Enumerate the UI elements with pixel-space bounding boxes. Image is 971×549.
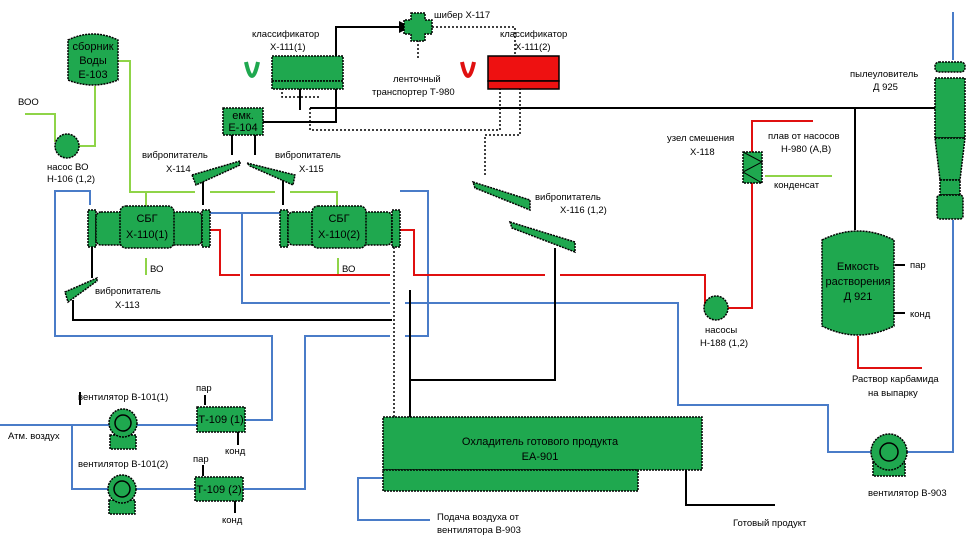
- vibrofeeder-x116-1[interactable]: [471, 180, 531, 212]
- granulator-x110-2[interactable]: СБГ Х-110(2): [279, 205, 401, 249]
- svg-text:пылеуловитель: пылеуловитель: [850, 69, 918, 80]
- svg-text:ЕА-901: ЕА-901: [522, 451, 559, 463]
- svg-text:емк.: емк.: [232, 110, 254, 122]
- svg-text:классификатор: классификатор: [500, 29, 567, 40]
- tank-e103[interactable]: сборник Воды Е-103: [67, 33, 119, 86]
- svg-text:шибер Х-117: шибер Х-117: [434, 10, 490, 21]
- svg-text:ВО: ВО: [150, 264, 163, 275]
- svg-text:вентилятор В-101(1): вентилятор В-101(1): [78, 392, 168, 403]
- svg-text:ВО: ВО: [342, 264, 355, 275]
- fan-b101-2[interactable]: [107, 474, 137, 515]
- svg-text:Емкость: Емкость: [837, 261, 879, 273]
- svg-text:Е-103: Е-103: [78, 69, 107, 81]
- svg-text:Д 925: Д 925: [873, 82, 898, 93]
- svg-text:пар: пар: [910, 260, 926, 271]
- dust-catcher-d925[interactable]: [934, 61, 966, 220]
- classifier-x111-1[interactable]: [244, 55, 344, 90]
- svg-text:Воды: Воды: [79, 55, 107, 67]
- svg-text:Н-106 (1,2): Н-106 (1,2): [47, 174, 95, 185]
- svg-text:Охладитель готового продукта: Охладитель готового продукта: [462, 436, 619, 448]
- svg-text:насос ВО: насос ВО: [47, 162, 88, 173]
- fan-b903[interactable]: [870, 433, 908, 477]
- labels: ВОО насос ВО Н-106 (1,2) классификатор Х…: [8, 10, 947, 536]
- product-lines: [72, 21, 940, 513]
- pump-vo-icon[interactable]: [54, 133, 80, 159]
- svg-text:Х-118: Х-118: [690, 147, 715, 158]
- pump-h188-icon[interactable]: [703, 295, 729, 321]
- svg-text:Готовый продукт: Готовый продукт: [733, 518, 807, 529]
- vibrofeeder-x115[interactable]: [244, 161, 296, 187]
- svg-text:Х-116 (1,2): Х-116 (1,2): [560, 205, 607, 216]
- svg-text:конд: конд: [222, 515, 243, 526]
- svg-text:Х-110(2): Х-110(2): [318, 229, 360, 241]
- svg-text:Х-111(1): Х-111(1): [270, 42, 306, 53]
- svg-text:СБГ: СБГ: [328, 213, 349, 225]
- svg-text:конд: конд: [910, 309, 931, 320]
- cooler-ea901[interactable]: Охладитель готового продукта ЕА-901: [382, 416, 703, 492]
- mixer-x118[interactable]: [741, 151, 764, 184]
- tank-d921[interactable]: Емкость растворения Д 921: [821, 230, 895, 336]
- heater-t109-1[interactable]: Т-109 (1): [196, 406, 246, 433]
- fan-b101-1[interactable]: [108, 408, 138, 450]
- svg-text:СБГ: СБГ: [136, 213, 157, 225]
- svg-text:ВОО: ВОО: [18, 97, 39, 108]
- melt-lines: [210, 120, 922, 369]
- vibrofeeder-x116-2[interactable]: [508, 220, 576, 254]
- svg-text:вибропитатель: вибропитатель: [142, 150, 208, 161]
- svg-text:Х-115: Х-115: [299, 164, 324, 175]
- svg-text:пар: пар: [193, 454, 209, 465]
- svg-text:Раствор карбамида: Раствор карбамида: [852, 374, 939, 385]
- svg-text:Х-113: Х-113: [115, 300, 140, 311]
- svg-text:Х-114: Х-114: [166, 164, 191, 175]
- svg-text:вибропитатель: вибропитатель: [275, 150, 341, 161]
- svg-text:Х-110(1): Х-110(1): [126, 229, 168, 241]
- svg-text:вентилятора В-903: вентилятора В-903: [437, 525, 521, 536]
- vibrofeeder-x114[interactable]: [190, 160, 241, 187]
- vibrofeeder-x113[interactable]: [64, 276, 98, 304]
- classifier-x111-2[interactable]: [460, 55, 560, 90]
- air-lines: [0, 12, 954, 521]
- svg-text:транспортер Т-980: транспортер Т-980: [372, 87, 455, 98]
- tank-e104[interactable]: емк. Е-104: [222, 107, 264, 136]
- svg-text:Д 921: Д 921: [844, 291, 873, 303]
- water-lines: [25, 60, 832, 275]
- rotate-icon: [244, 61, 260, 78]
- svg-text:Атм. воздух: Атм. воздух: [8, 431, 60, 442]
- svg-text:Х-111(2): Х-111(2): [515, 42, 551, 53]
- svg-text:классификатор: классификатор: [252, 29, 319, 40]
- svg-text:вентилятор В-101(2): вентилятор В-101(2): [78, 459, 168, 470]
- svg-text:растворения: растворения: [825, 276, 890, 288]
- svg-text:на выпарку: на выпарку: [868, 388, 918, 399]
- svg-text:Е-104: Е-104: [228, 122, 257, 134]
- svg-text:пар: пар: [196, 383, 212, 394]
- svg-text:конд: конд: [225, 446, 246, 457]
- heater-t109-2[interactable]: Т-109 (2): [194, 476, 244, 502]
- svg-text:Т-109 (2): Т-109 (2): [196, 484, 241, 496]
- svg-text:конденсат: конденсат: [774, 180, 820, 191]
- crusher-x117[interactable]: [403, 12, 433, 42]
- svg-text:вибропитатель: вибропитатель: [95, 286, 161, 297]
- rotate-icon: [460, 61, 476, 78]
- svg-text:насосы: насосы: [705, 325, 737, 336]
- svg-text:узел смешения: узел смешения: [667, 133, 734, 144]
- svg-text:Н-188 (1,2): Н-188 (1,2): [700, 338, 748, 349]
- e103-label: сборник: [72, 41, 113, 53]
- svg-text:ленточный: ленточный: [393, 74, 441, 85]
- svg-text:плав от насосов: плав от насосов: [768, 131, 840, 142]
- granulator-x110-1[interactable]: СБГ Х-110(1): [87, 205, 211, 249]
- svg-text:Подача воздуха от: Подача воздуха от: [437, 512, 520, 523]
- svg-text:Т-109 (1): Т-109 (1): [198, 414, 243, 426]
- svg-text:вибропитатель: вибропитатель: [535, 192, 601, 203]
- svg-text:Н-980 (А,В): Н-980 (А,В): [781, 144, 831, 155]
- svg-text:вентилятор В-903: вентилятор В-903: [868, 488, 947, 499]
